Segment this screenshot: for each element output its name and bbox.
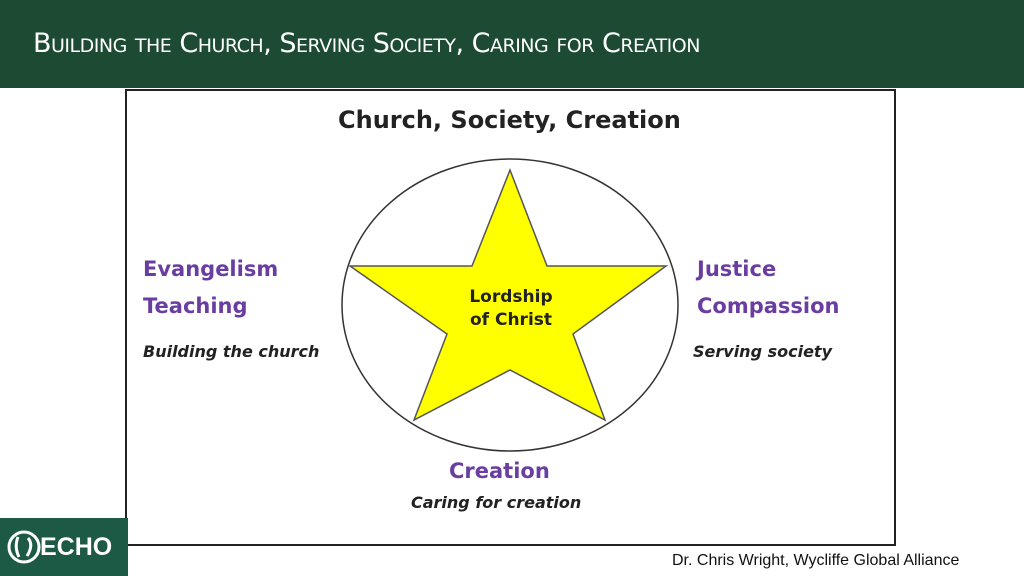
slide-title: Building the Church, Serving Society, Ca… [33,28,700,59]
diagram-heading: Church, Society, Creation [338,106,681,134]
left-caption: Building the church [143,342,320,361]
globe-icon [7,530,41,564]
credit-text: Dr. Chris Wright, Wycliffe Global Allian… [672,552,960,569]
echo-logo: ECHO [0,518,128,576]
logo-text: ECHO [40,533,113,561]
header-bar: Building the Church, Serving Society, Ca… [0,0,1024,88]
right-line-1: Justice [697,257,777,281]
bottom-line-1: Creation [449,459,550,483]
circle [341,158,679,452]
star-label: Lordship of Christ [466,286,556,332]
star [347,167,669,422]
left-line-1: Evangelism [143,257,279,281]
center-line-1: Lordship [469,287,553,307]
center-line-2: of Christ [469,310,553,330]
left-line-2: Teaching [143,294,248,318]
right-caption: Serving society [693,342,833,361]
bottom-caption: Caring for creation [411,493,582,512]
right-line-2: Compassion [697,294,840,318]
